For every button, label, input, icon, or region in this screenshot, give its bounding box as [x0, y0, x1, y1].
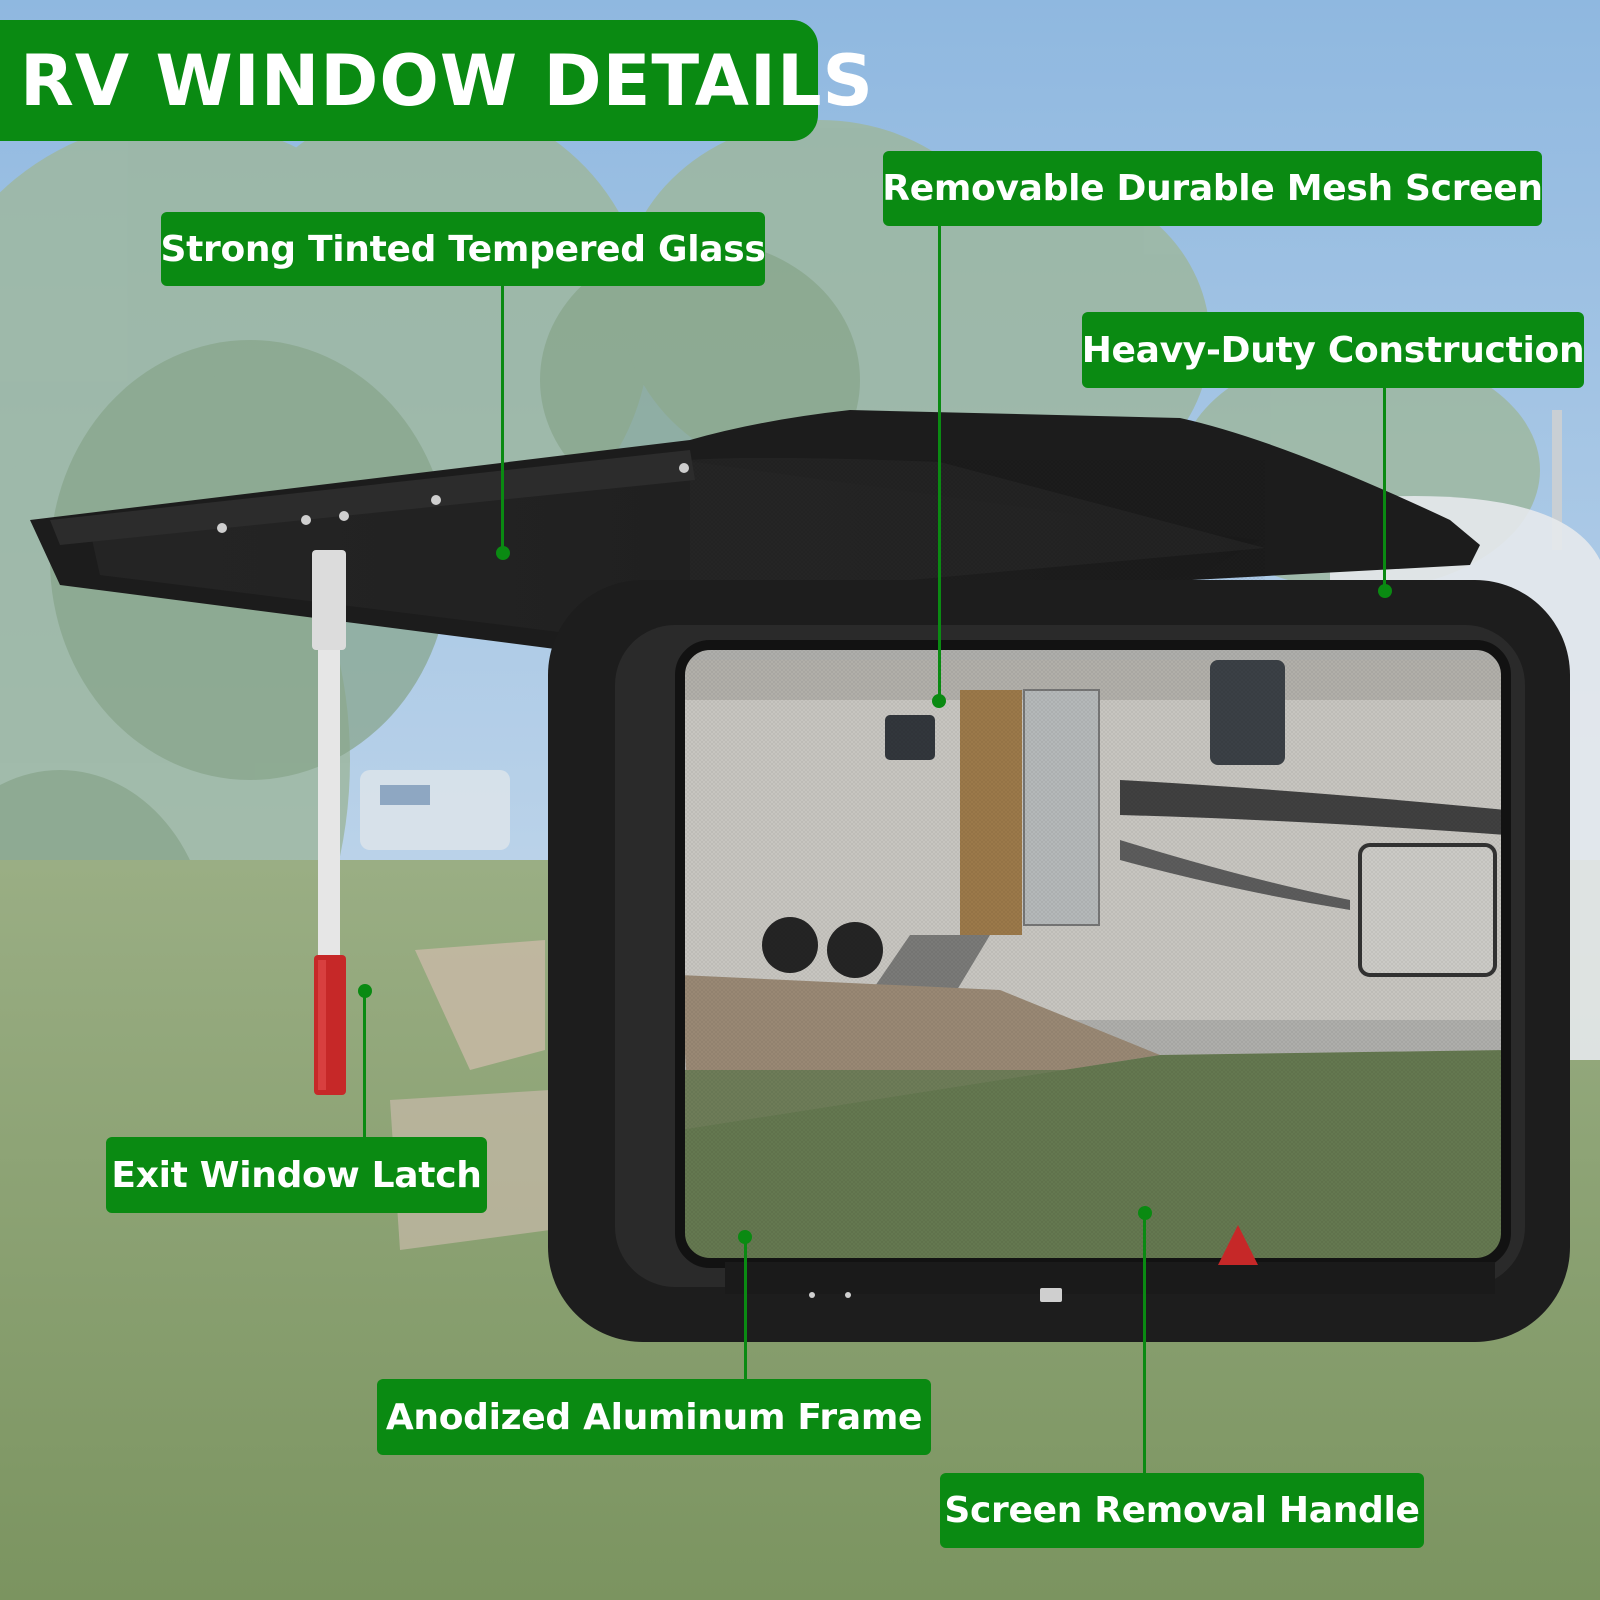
callout-construction-label: Heavy-Duty Construction [1082, 312, 1585, 388]
callout-handle-label: Screen Removal Handle [940, 1473, 1424, 1548]
callout-glass-leader [501, 286, 504, 552]
callout-latch-leader [363, 991, 366, 1137]
callout-frame-label: Anodized Aluminum Frame [377, 1379, 931, 1455]
callout-mesh-label: Removable Durable Mesh Screen [882, 151, 1543, 226]
callout-latch-label: Exit Window Latch [106, 1137, 487, 1213]
title-banner: RV WINDOW DETAILS [0, 20, 873, 141]
callout-handle-leader [1143, 1214, 1146, 1473]
callout-mesh-leader [938, 226, 941, 700]
callout-construction-leader [1383, 388, 1386, 588]
callout-frame-leader [744, 1238, 747, 1379]
callout-mesh-dot [932, 694, 946, 708]
page-title: RV WINDOW DETAILS [20, 39, 874, 122]
callout-handle-dot [1138, 1206, 1152, 1220]
callout-construction-dot [1378, 584, 1392, 598]
callout-latch-dot [358, 984, 372, 998]
callout-glass-dot [496, 546, 510, 560]
callout-frame-dot [738, 1230, 752, 1244]
callout-glass-label: Strong Tinted Tempered Glass [161, 212, 766, 286]
